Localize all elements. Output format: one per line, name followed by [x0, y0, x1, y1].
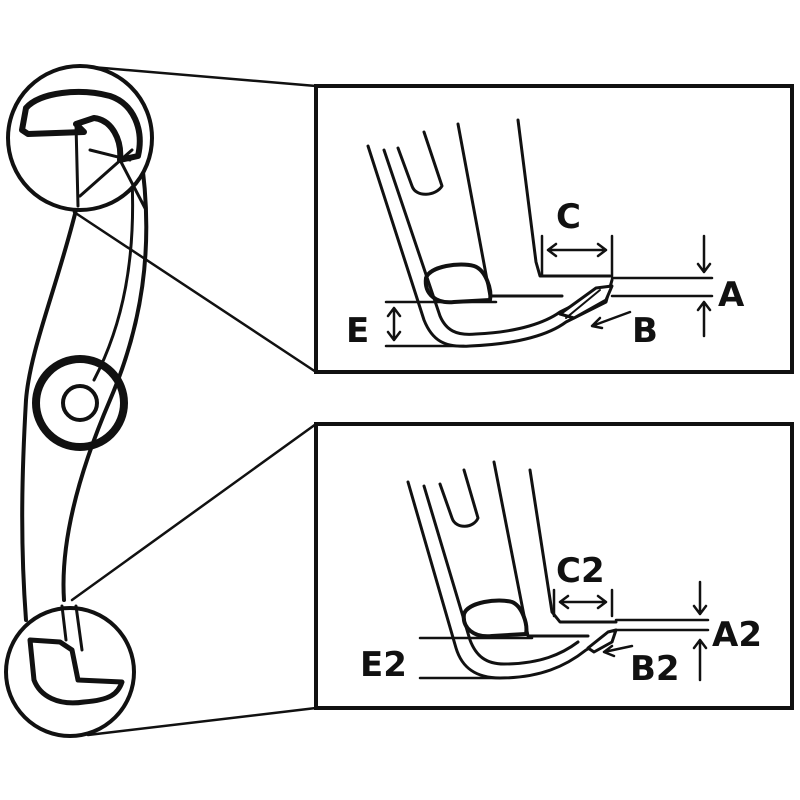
label-e: E	[346, 311, 369, 351]
upper-dimension-labels: A B C E	[346, 197, 745, 351]
lower-dimension-lines	[418, 580, 710, 682]
lower-detail-panel: A2 B2 C2 E2	[314, 422, 794, 710]
label-b2: B2	[630, 649, 680, 689]
upper-zoom-circle	[6, 64, 154, 212]
lower-dimension-labels: A2 B2 C2 E2	[360, 551, 762, 689]
upper-tool-tip-drawing	[366, 118, 614, 348]
label-c2: C2	[556, 551, 605, 591]
zoom-connector-lines	[70, 64, 318, 737]
lower-detail-frame	[314, 422, 794, 710]
upper-dimension-lines	[384, 234, 714, 348]
label-b: B	[632, 311, 658, 351]
label-c: C	[556, 197, 581, 237]
label-a: A	[718, 275, 745, 315]
label-a2: A2	[712, 615, 762, 655]
pivot-ring	[32, 355, 128, 451]
lower-zoom-circle	[4, 604, 136, 738]
tool-body-overview	[4, 64, 318, 738]
label-e2: E2	[360, 645, 407, 685]
upper-detail-panel: A B C E	[314, 84, 794, 374]
